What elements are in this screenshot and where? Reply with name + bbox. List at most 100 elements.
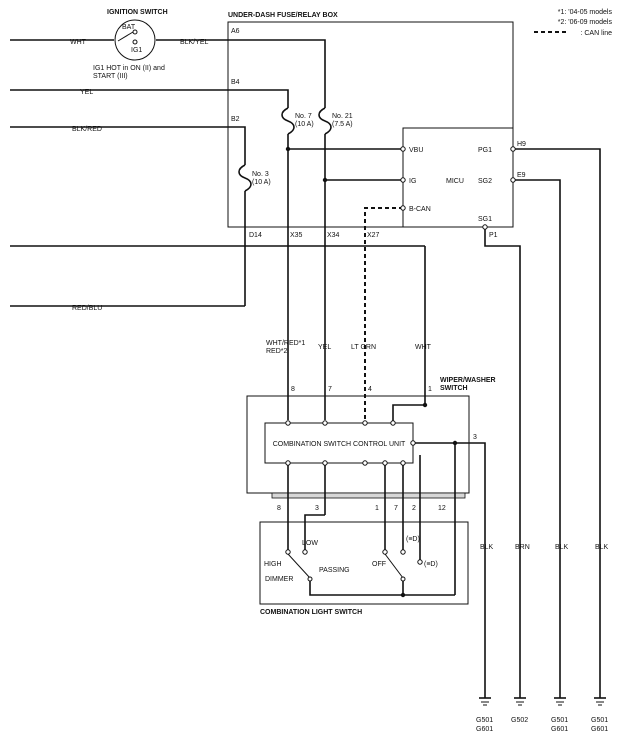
- bus-blk-red-to-fuse-3: [228, 126, 246, 165]
- can-line-b-can: [364, 207, 403, 420]
- fuse-3-rating: (10 A): [252, 179, 271, 186]
- fusebox-outline: [227, 21, 514, 228]
- light-switch-title: COMBINATION LIGHT SWITCH: [260, 609, 362, 616]
- micu-sg2-terminal: [510, 177, 516, 183]
- wiper-switch-title-2: SWITCH: [440, 385, 468, 392]
- light-pin-8: 8: [277, 505, 281, 512]
- ground-1-line-2: G601: [476, 726, 493, 733]
- wire-label-wht: WHT: [70, 39, 87, 46]
- micu-ig-terminal: [400, 177, 406, 183]
- position-1-contact: [400, 549, 406, 555]
- wiper-pin-1: 1: [428, 386, 432, 393]
- low-label: LOW: [302, 540, 318, 547]
- ground-3-line-1: G501: [551, 717, 568, 724]
- pin-h9: H9: [517, 141, 526, 148]
- ground-wire-label-2: BRN: [515, 544, 530, 551]
- high-contact: [285, 549, 291, 555]
- ignition-ig1-label: IG1: [131, 47, 142, 54]
- off-contact: [382, 549, 388, 555]
- fuse-3-symbol: [238, 164, 252, 192]
- ignition-bat-label: BAT: [122, 24, 136, 31]
- fuse-21-label: No. 21: [332, 113, 353, 120]
- control-unit-label: COMBINATION SWITCH CONTROL UNIT: [273, 441, 406, 448]
- pin-a6: A6: [231, 28, 240, 35]
- fuse-7-symbol: [281, 107, 295, 135]
- ground-wire-label-1: BLK: [480, 544, 494, 551]
- ground-symbol-g501-c: [594, 697, 606, 706]
- dimmer-label: DIMMER: [265, 576, 293, 583]
- pin-b2: B2: [231, 116, 240, 123]
- micu-sg1-terminal: [482, 224, 488, 230]
- micu-pg1-terminal: [510, 146, 516, 152]
- unit-terminal-3: [410, 440, 416, 446]
- fuse-3-label: No. 3: [252, 171, 269, 178]
- unit-terminal-8: [285, 420, 291, 426]
- wire-label-wht-red: WHT/RED*1: [266, 340, 305, 347]
- junction-wht: [422, 402, 428, 408]
- wire-label-red-blu: RED/BLU: [72, 305, 102, 312]
- unit-bottom-terminal-3: [362, 460, 368, 466]
- bus-ig1-to-fuse-21: [228, 39, 326, 108]
- legend-note-1: *1: '04-05 models: [558, 9, 613, 16]
- wire-p1-ground: [484, 229, 521, 698]
- wire-label-yel-left: YEL: [80, 89, 93, 96]
- micu-sg2-label: SG2: [478, 178, 492, 185]
- light-pin-2: 2: [412, 505, 416, 512]
- ground-symbol-g501-b: [554, 697, 566, 706]
- position-a-label: (≡D): [406, 536, 420, 543]
- wiper-switch-title-1: WIPER/WASHER: [440, 377, 496, 384]
- light-pin-7: 7: [394, 505, 398, 512]
- fuse-21-symbol: [318, 107, 332, 135]
- micu-vbu-terminal: [400, 146, 406, 152]
- ground-2-line-1: G502: [511, 717, 528, 724]
- off-label: OFF: [372, 561, 386, 568]
- connector-band: [271, 492, 466, 499]
- unit-bottom-terminal-1: [285, 460, 291, 466]
- wire-low-jog: [304, 514, 325, 550]
- micu-ig-label: IG: [409, 178, 416, 185]
- pin-x35: X35: [290, 232, 303, 239]
- ignition-switch-contact: [117, 31, 134, 42]
- fuse-21-rating: (7.5 A): [332, 121, 353, 128]
- low-contact: [302, 549, 308, 555]
- ignition-note-line-1: IG1 HOT in ON (II) and: [93, 65, 165, 72]
- ground-4-line-2: G601: [591, 726, 608, 733]
- pin-x27: X27: [367, 232, 380, 239]
- ignition-note-line-2: START (III): [93, 73, 128, 80]
- wire-label-red: RED*2: [266, 348, 288, 355]
- legend-note-2: *2: '06-09 models: [558, 19, 613, 26]
- bus-yel-to-fuse-7: [228, 89, 289, 108]
- wire-h9-ground: [515, 148, 601, 698]
- pin-x34: X34: [327, 232, 340, 239]
- position-2-contact: [417, 559, 423, 565]
- ground-symbol-g502: [514, 697, 526, 706]
- wiper-pin-4: 4: [368, 386, 372, 393]
- light-contact-arm: [384, 553, 404, 579]
- micu-title: MICU: [446, 178, 464, 185]
- wire-wht-into-unit: [392, 404, 425, 423]
- unit-terminal-4: [362, 420, 368, 426]
- ground-3-line-2: G601: [551, 726, 568, 733]
- wire-e9-ground: [515, 179, 561, 698]
- fuse-7-label: No. 7: [295, 113, 312, 120]
- fuse-7-rating: (10 A): [295, 121, 314, 128]
- ground-wire-label-3: BLK: [555, 544, 569, 551]
- high-label: HIGH: [264, 561, 282, 568]
- wire-label-yel-mid: YEL: [318, 344, 331, 351]
- pin-b4: B4: [231, 79, 240, 86]
- dimmer-contact-arm: [287, 553, 311, 579]
- ground-4-line-1: G501: [591, 717, 608, 724]
- pin-d14: D14: [249, 232, 262, 239]
- unit-terminal-1: [390, 420, 396, 426]
- micu-pg1-label: PG1: [478, 147, 492, 154]
- combination-light-switch-housing: [259, 521, 469, 605]
- light-pin-12: 12: [438, 505, 446, 512]
- ignition-switch-title: IGNITION SWITCH: [107, 9, 168, 16]
- unit-bottom-terminal-5: [400, 460, 406, 466]
- micu-sg1-label: SG1: [478, 216, 492, 223]
- unit-bottom-terminal-4: [382, 460, 388, 466]
- wire-label-blk-yel: BLK/YEL: [180, 39, 209, 46]
- dimmer-pivot: [307, 576, 313, 582]
